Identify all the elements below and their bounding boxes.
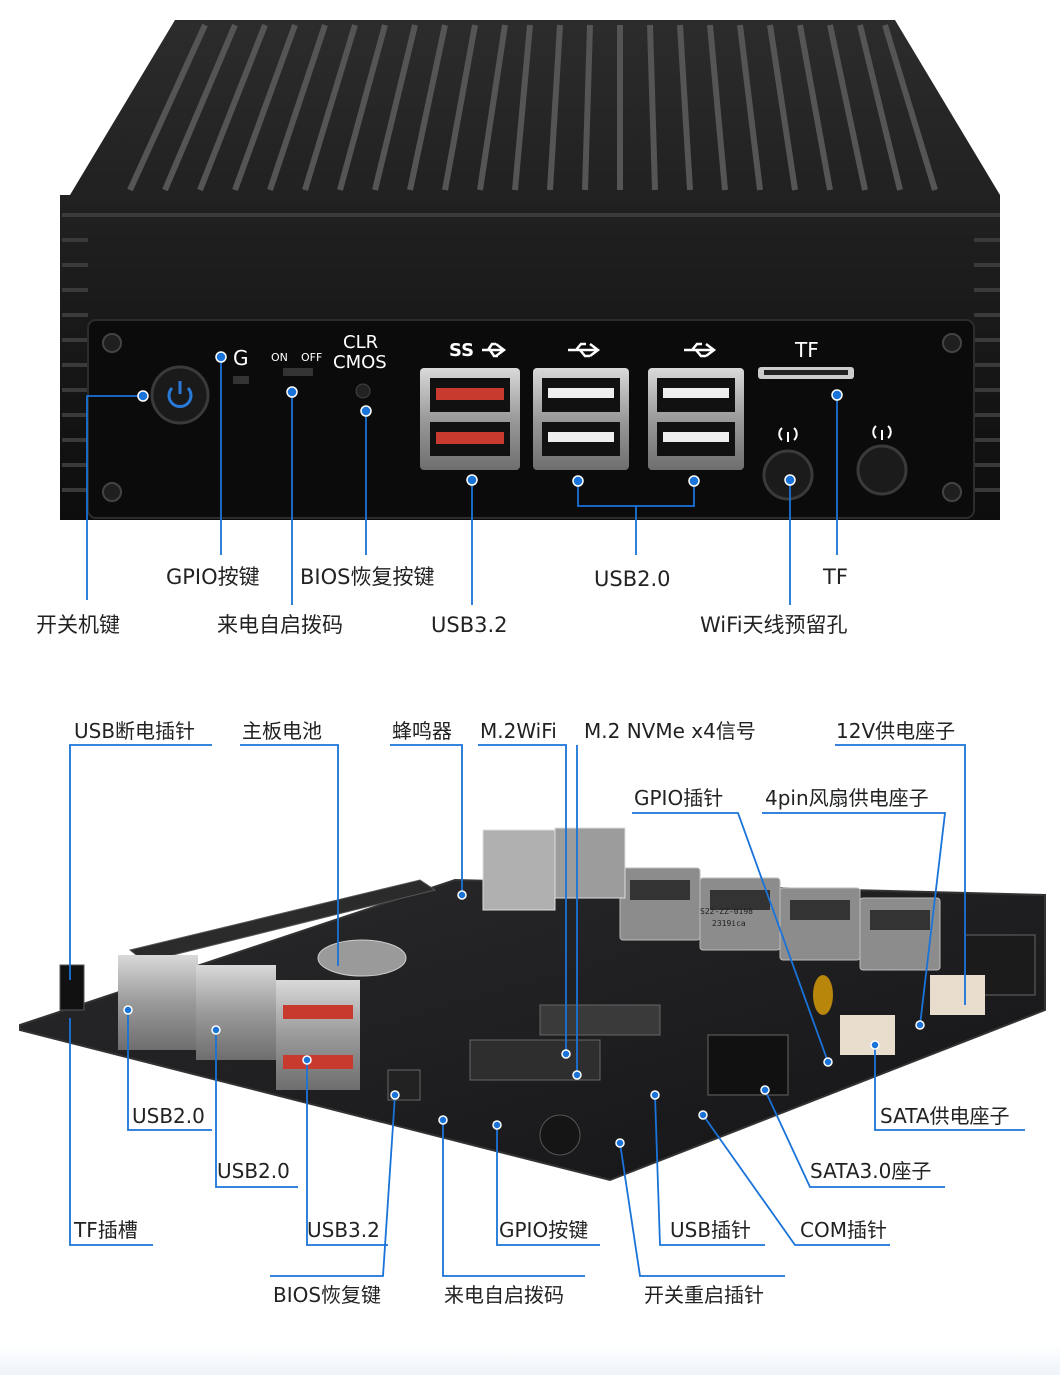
cmos-mark: CMOS: [333, 352, 387, 373]
label-auto-power-switch: 来电自启拨码: [217, 613, 343, 637]
label-usb20-b: USB2.0: [217, 1159, 290, 1183]
clr-cmos-hole: [355, 383, 371, 399]
motherboard: [19, 827, 1046, 1182]
label-gpio-button: GPIO按键: [166, 565, 260, 589]
clr-mark: CLR: [343, 332, 379, 353]
label-buzzer: 蜂鸣器: [392, 719, 452, 743]
bottom-fade: [0, 1345, 1060, 1375]
off-mark: OFF: [301, 351, 323, 364]
label-power-reset-pin: 开关重启插针: [644, 1283, 764, 1307]
chip-mark-2: S22-ZZ-0198: [700, 907, 753, 916]
usb32-port-stack: [420, 368, 520, 470]
label-tf-slot: TF插槽: [74, 1218, 138, 1242]
label-wifi-antenna: WiFi天线预留孔: [700, 613, 848, 637]
label-tf: TF: [823, 565, 848, 589]
board-callout-dots: [123, 890, 925, 1148]
label-m2-wifi: M.2WiFi: [480, 719, 557, 743]
label-com-pin: COM插针: [800, 1218, 887, 1242]
label-usb20-a: USB2.0: [132, 1104, 205, 1128]
front-callout-dots: [137, 351, 843, 487]
label-usb-power-pin: USB断电插针: [74, 719, 196, 743]
on-mark: ON: [271, 351, 288, 364]
label-12v-power: 12V供电座子: [836, 719, 956, 743]
label-usb-pin: USB插针: [670, 1218, 752, 1242]
label-usb20: USB2.0: [594, 567, 671, 591]
usb-icon: [482, 342, 717, 358]
power-button: [150, 365, 210, 425]
label-auto-power-board: 来电自启拨码: [444, 1283, 564, 1307]
usb20-port-stack-left: [533, 368, 629, 470]
label-usb32: USB3.2: [431, 613, 508, 637]
label-gpio-button-board: GPIO按键: [499, 1218, 589, 1242]
label-sata-power: SATA供电座子: [880, 1104, 1010, 1128]
label-gpio-pin: GPIO插针: [634, 786, 724, 810]
mini-pc-case: [60, 20, 1000, 520]
label-usb32-board: USB3.2: [307, 1218, 380, 1242]
chip-mark-3: 2319ica: [712, 919, 746, 928]
ss-mark: SS: [449, 340, 475, 361]
g-mark: G: [233, 346, 249, 370]
label-power-button: 开关机键: [36, 613, 120, 637]
label-sata3: SATA3.0座子: [810, 1159, 932, 1183]
label-battery: 主板电池: [242, 719, 322, 743]
gpio-button: [233, 376, 249, 384]
board-callout-lines: [69, 744, 1025, 1277]
label-bios-key: BIOS恢复键: [273, 1283, 382, 1307]
tf-mark: TF: [795, 338, 819, 362]
front-callout-lines: [86, 357, 838, 605]
heatsink-fins: [127, 23, 938, 192]
dip-switch: [283, 368, 313, 376]
usb20-port-stack-right: [648, 368, 744, 470]
label-fan-header: 4pin风扇供电座子: [765, 786, 929, 810]
label-m2-nvme: M.2 NVMe x4信号: [584, 719, 756, 743]
label-bios-reset-button: BIOS恢复按键: [300, 565, 435, 589]
